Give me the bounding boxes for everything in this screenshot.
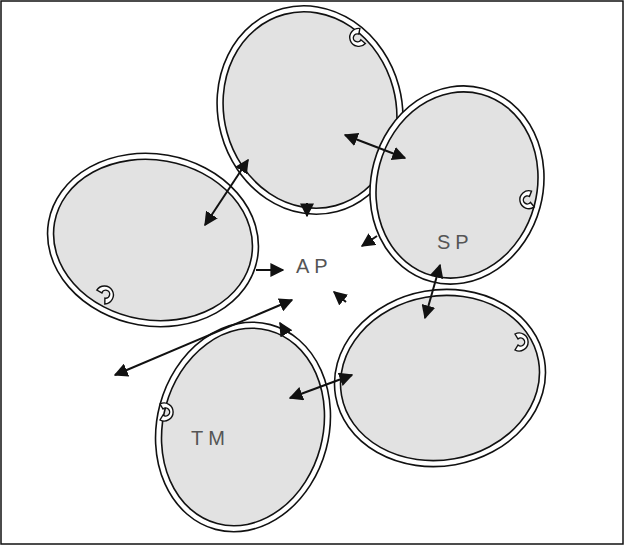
hook-symbol (96, 283, 116, 305)
cells (34, 0, 566, 546)
exchange-arrow (290, 375, 352, 398)
cell (132, 302, 353, 546)
exchange-arrow (425, 265, 440, 318)
flow-arrows (115, 135, 440, 398)
hook-symbol (160, 403, 173, 421)
hook-symbol (518, 190, 534, 210)
efflux-arrow (334, 292, 346, 302)
cell (348, 66, 566, 304)
membrane-hooks (96, 27, 534, 421)
cell (34, 137, 273, 343)
efflux-arrow (280, 323, 286, 333)
region-label: AP (296, 256, 333, 276)
pathway-label: TM (191, 428, 230, 448)
cell (320, 273, 559, 483)
efflux-arrow (362, 236, 377, 246)
efflux-arrow (256, 269, 283, 271)
hook-symbol (347, 27, 365, 48)
exchange-arrow (205, 160, 248, 225)
pathway-label: SP (437, 232, 474, 252)
exchange-arrow (345, 135, 405, 158)
hook-symbol (515, 333, 528, 351)
efflux-arrow (306, 203, 308, 216)
exchange-arrow (115, 300, 292, 375)
